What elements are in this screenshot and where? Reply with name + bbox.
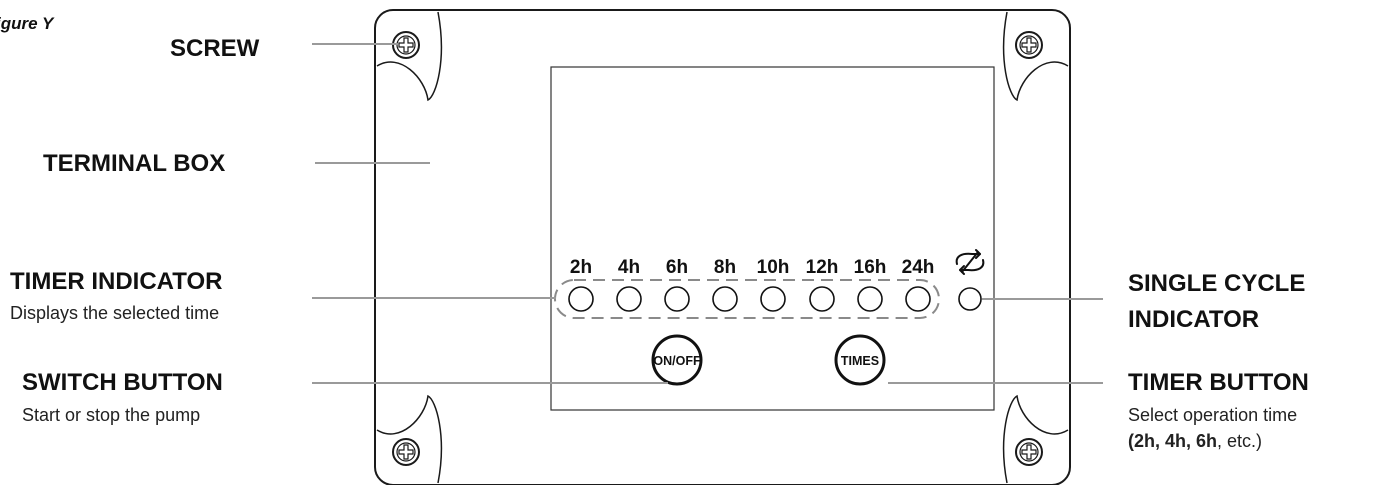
- screw-label: SCREW: [170, 35, 260, 62]
- timer-led-6h: [664, 286, 690, 312]
- timer-led-12h: [809, 286, 835, 312]
- on-off-button-label: ON/OFF: [653, 354, 701, 368]
- timer-indicator-leds: [568, 286, 931, 312]
- screw-pad-bottom-left: [376, 394, 443, 484]
- screw-pad-top-left: [376, 11, 443, 102]
- switch-button-label: SWITCH BUTTON: [22, 369, 223, 396]
- timer-led-2h: [568, 286, 594, 312]
- single-cycle-led: [958, 287, 982, 311]
- time-label-12h: 12h: [806, 257, 839, 278]
- time-label-8h: 8h: [714, 257, 736, 278]
- terminal-box-label: TERMINAL BOX: [43, 150, 226, 177]
- time-label-6h: 6h: [666, 257, 688, 278]
- time-label-16h: 16h: [854, 257, 887, 278]
- timer-button-desc-2: (2h, 4h, 6h, etc.): [1128, 430, 1262, 452]
- timer-led-24h: [905, 286, 931, 312]
- single-cycle-label-line2: INDICATOR: [1128, 306, 1260, 333]
- time-labels: 2h 4h 6h 8h 10h 12h 16h 24h: [570, 257, 934, 278]
- control-panel-face: [550, 66, 995, 411]
- screw-icon: [1015, 31, 1043, 59]
- time-label-2h: 2h: [570, 257, 592, 278]
- timer-button-desc: Select operation time: [1128, 405, 1298, 425]
- timer-indicator-label: TIMER INDICATOR: [10, 268, 223, 295]
- timer-button-desc-rest: , etc.): [1217, 431, 1263, 451]
- repeat-cycle-icon: [955, 249, 985, 275]
- switch-button-desc: Start or stop the pump: [22, 405, 201, 425]
- on-off-button[interactable]: [651, 334, 703, 386]
- timer-button-desc-bold: (2h, 4h, 6h: [1128, 431, 1218, 451]
- figure-label: igure Y: [0, 14, 54, 33]
- times-button[interactable]: [834, 334, 886, 386]
- time-label-4h: 4h: [618, 257, 640, 278]
- timer-indicator-desc: Displays the selected time: [10, 303, 220, 323]
- enclosure-outline: [374, 9, 1071, 485]
- times-button-label: TIMES: [841, 354, 879, 368]
- time-label-10h: 10h: [757, 257, 790, 278]
- single-cycle-label-line1: SINGLE CYCLE: [1128, 270, 1306, 297]
- screw-icon: [392, 438, 420, 466]
- screw-pad-top-right: [1002, 11, 1069, 102]
- timer-button-label: TIMER BUTTON: [1128, 369, 1309, 396]
- timer-led-4h: [616, 286, 642, 312]
- time-label-24h: 24h: [902, 257, 935, 278]
- timer-led-16h: [857, 286, 883, 312]
- screw-icon: [1015, 438, 1043, 466]
- timer-led-8h: [712, 286, 738, 312]
- timer-led-10h: [760, 286, 786, 312]
- screw-pad-bottom-right: [1002, 394, 1069, 484]
